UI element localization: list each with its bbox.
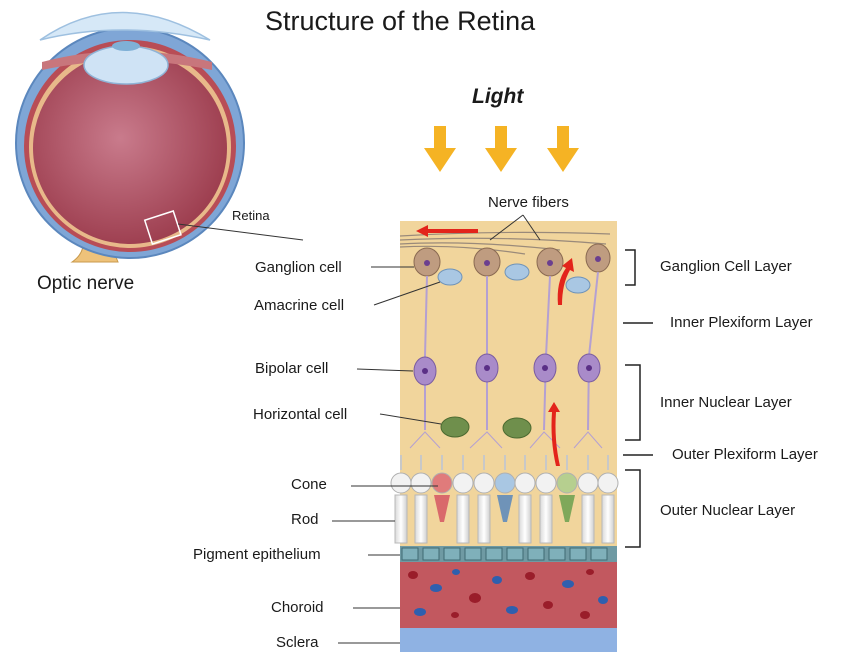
bipolar-cell-label: Bipolar cell [255,361,328,376]
light-arrow-3 [547,126,579,172]
inner-nuclear-layer-label: Inner Nuclear Layer [660,395,792,410]
pigment-epithelium-label: Pigment epithelium [193,547,321,562]
optic-nerve-label: Optic nerve [37,274,134,293]
light-label: Light [472,86,523,107]
amacrine-cell-label: Amacrine cell [254,298,344,313]
diagram-title: Structure of the Retina [265,8,535,35]
pupil-highlight [112,41,140,51]
nerve-fibers-label: Nerve fibers [488,195,569,210]
photoreceptor-bodies [391,473,618,493]
sclera-band [400,628,617,652]
sclera-label: Sclera [276,635,319,650]
retina-label: Retina [232,209,270,222]
lens [84,46,168,84]
rod-label: Rod [291,512,319,527]
cone-label: Cone [291,477,327,492]
horizontal-cell-label: Horizontal cell [253,407,347,422]
retina-block [391,221,618,652]
light-arrow-1 [424,126,456,172]
light-arrows [424,126,579,172]
outer-plexiform-layer-label: Outer Plexiform Layer [672,447,818,462]
eye-illustration [16,13,303,263]
choroid-label: Choroid [271,600,324,615]
layer-brackets [623,250,653,547]
light-arrow-2 [485,126,517,172]
ganglion-cell-layer-label: Ganglion Cell Layer [660,259,792,274]
ganglion-cell-label: Ganglion cell [255,260,342,275]
outer-nuclear-layer-label: Outer Nuclear Layer [660,503,795,518]
inner-plexiform-layer-label: Inner Plexiform Layer [670,315,813,330]
